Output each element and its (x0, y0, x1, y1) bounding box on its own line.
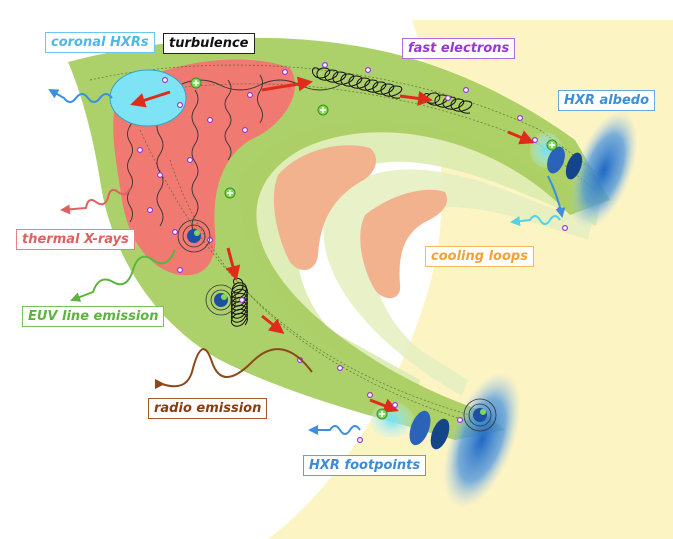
label-coronal-hxrs: coronal HXRs (45, 32, 155, 53)
bottom-footpoint-core-1 (409, 410, 431, 446)
label-cooling-loops: cooling loops (425, 246, 534, 267)
label-hxr-albedo: HXR albedo (558, 90, 656, 111)
label-hxr-footpoints: HXR footpoints (303, 455, 427, 476)
right-footpoint-core-2 (565, 152, 583, 180)
atoms (177, 219, 497, 432)
electron-helix-bottom (231, 277, 248, 327)
label-radio-emission: radio emission (148, 398, 268, 419)
bottom-footpoint-halo (443, 371, 521, 509)
coronal-hxr-wave (48, 89, 113, 103)
bottom-footpoint-core-2 (430, 418, 450, 450)
electron-arrows (130, 76, 535, 413)
albedo-wave (510, 215, 561, 227)
electron-helix-top (312, 67, 473, 114)
thermal-xray-wave (60, 187, 131, 215)
cooling-loop-inner (323, 169, 592, 396)
cooling-blob-1 (273, 145, 377, 271)
radio-wave (155, 348, 313, 389)
label-euv-line-emission: EUV line emission (22, 306, 165, 327)
footpoint-hxr-wave (308, 425, 361, 435)
albedo-arrow (547, 175, 566, 218)
protons (190, 77, 558, 420)
label-fast-electrons: fast electrons (402, 38, 516, 59)
right-footpoint-core-1 (547, 146, 565, 174)
label-thermal-xrays: thermal X-rays (16, 229, 135, 250)
right-footpoint-halo (570, 110, 638, 230)
atom-nuclei (187, 229, 487, 422)
euv-wave (70, 249, 176, 302)
label-turbulence: turbulence (163, 33, 255, 54)
cooling-blob-2 (360, 189, 448, 299)
